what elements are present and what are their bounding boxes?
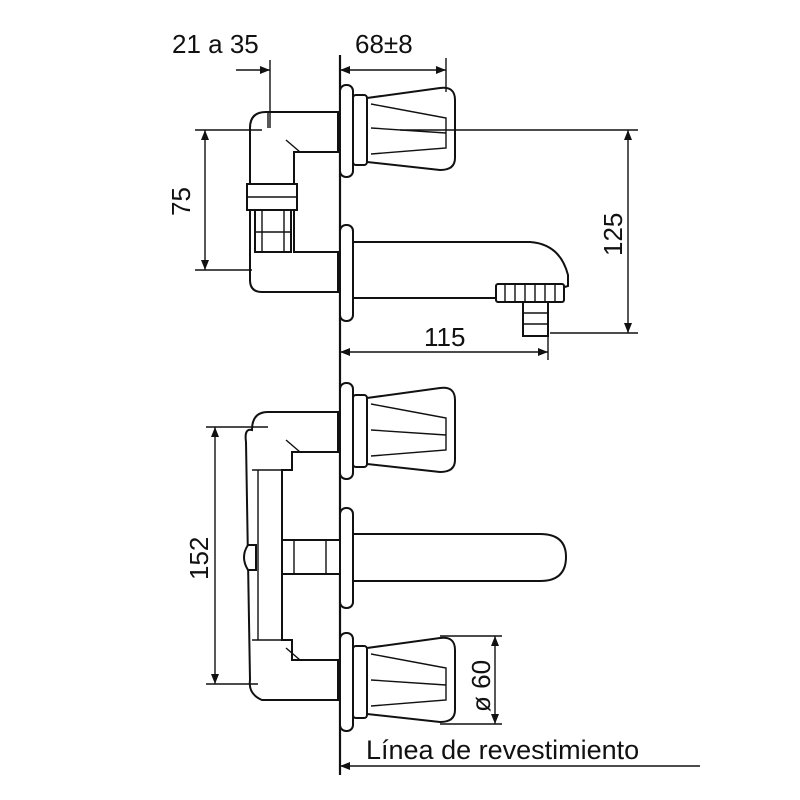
low-handle-flange xyxy=(339,632,354,732)
aerator-nozzle xyxy=(522,301,549,337)
mid-handle xyxy=(366,386,456,474)
aerator-ring xyxy=(495,283,565,303)
mid-spout xyxy=(352,533,568,582)
dim-offset-range-label: 21 a 35 xyxy=(172,29,259,59)
dim-handle-to-outlet-label: 125 xyxy=(598,213,628,256)
bridge-pipe xyxy=(244,411,339,701)
dim-handle-to-spout: 75 xyxy=(166,129,262,271)
bottom-faucet-assembly xyxy=(243,382,568,732)
dim-handle-projection: 68±8 xyxy=(340,29,447,92)
top-nut-body xyxy=(254,209,292,253)
dim-handle-to-spout-label: 75 xyxy=(166,187,196,216)
wall-label: Línea de revestimiento xyxy=(366,735,639,765)
top-handle-flange xyxy=(339,84,354,178)
dim-bottom-centers: 152 xyxy=(184,426,268,685)
dim-handle-diameter: ø 60 xyxy=(440,635,502,725)
mid-handle-flange xyxy=(339,382,354,480)
dim-spout-reach: 115 xyxy=(340,322,549,360)
top-faucet-assembly xyxy=(246,84,569,337)
dim-handle-to-outlet: 125 xyxy=(400,129,638,334)
bridge-connector xyxy=(281,539,341,575)
dim-bottom-centers-label: 152 xyxy=(184,537,214,580)
mid-spout-flange xyxy=(339,507,354,609)
dim-handle-projection-label: 68±8 xyxy=(355,29,413,59)
dim-offset-range: 21 a 35 xyxy=(172,29,271,128)
wall-label-group: Línea de revestimiento xyxy=(340,735,700,770)
dim-spout-reach-label: 115 xyxy=(424,322,465,352)
spout-flange xyxy=(339,224,354,322)
dim-handle-diameter-label: ø 60 xyxy=(466,660,496,712)
low-handle xyxy=(366,636,456,724)
